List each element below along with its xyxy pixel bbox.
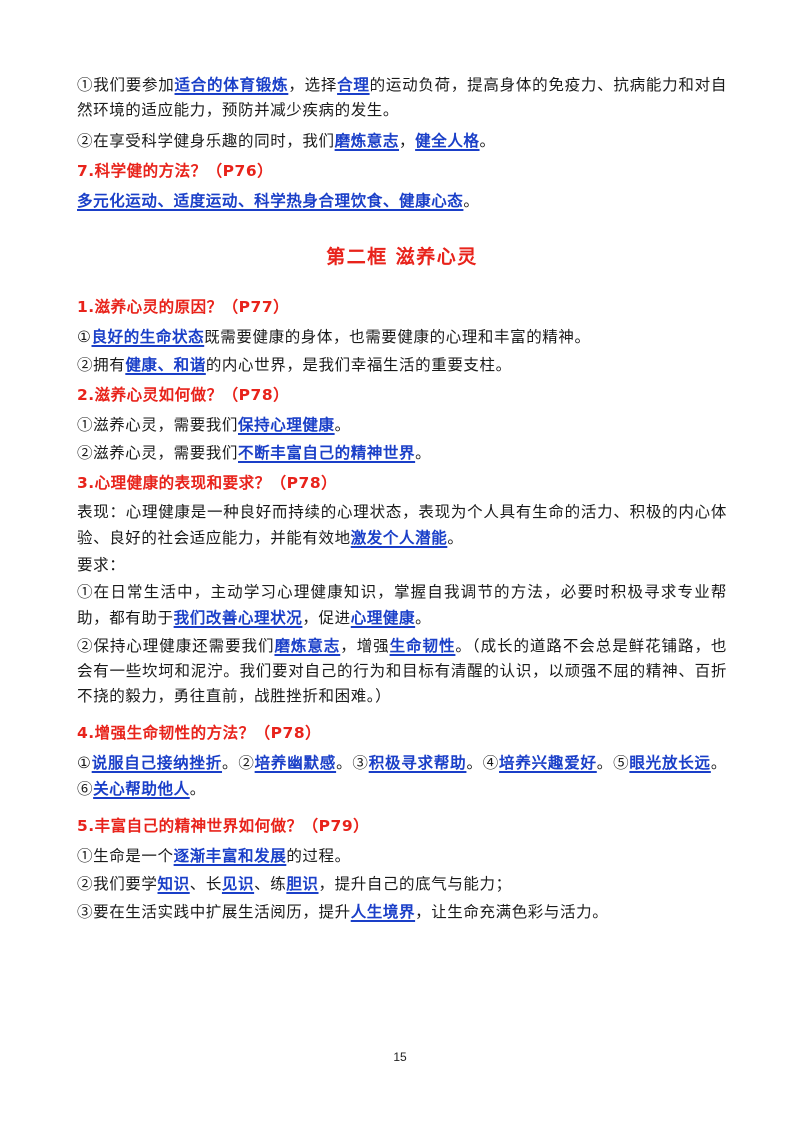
text: ， (399, 132, 416, 150)
text: 既需要健康的身体，也需要健康的心理和丰富的精神。 (204, 328, 591, 346)
text: ①我们要参加 (77, 76, 175, 94)
answer-1-1: ①良好的生命状态既需要健康的身体，也需要健康的心理和丰富的精神。 (77, 324, 727, 350)
list-number: ⑤ (613, 754, 630, 772)
key-term: 心理健康 (350, 608, 416, 627)
section-title: 第二框 滋养心灵 (326, 246, 478, 268)
list-number: ③ (352, 754, 369, 772)
document-body: ①我们要参加适合的体育锻炼，选择合理的运动负荷，提高身体的免疫力、抗病能力和对自… (77, 72, 727, 930)
list-number: ⑥ (77, 780, 94, 798)
key-term: 见识 (221, 874, 255, 893)
key-term: 胆识 (286, 874, 319, 893)
answer-5-3: ③要在生活实践中扩展生活阅历，提升人生境界，让生命充满色彩与活力。 (77, 899, 727, 925)
text: ，选择 (288, 76, 338, 94)
text: 。 (415, 444, 432, 462)
key-term: 说服自己接纳挫折 (91, 753, 223, 772)
key-term: 健全人格 (415, 131, 480, 150)
text: ②滋养心灵，需要我们 (77, 444, 239, 462)
key-term: 生命韧性 (389, 636, 456, 655)
text: 。 (336, 754, 353, 772)
key-term: 积极寻求帮助 (368, 753, 467, 772)
key-term: 不断丰富自己的精神世界 (238, 443, 416, 462)
list-number: ① (77, 754, 92, 772)
key-term: 合理 (337, 75, 370, 94)
question-7-answer: 多元化运动、适度运动、科学热身合理饮食、健康心态。 (77, 188, 727, 214)
text: ②在享受科学健身乐趣的同时，我们 (77, 132, 335, 150)
text: ，提升自己的底气与能力； (318, 875, 512, 893)
text: ①滋养心灵，需要我们 (77, 416, 239, 434)
answer-2-1: ①滋养心灵，需要我们保持心理健康。 (77, 412, 727, 438)
text: ①在日常生活中，主动学习心理健康知识，掌握自我调节的方法，必要时积极寻求专业帮助… (77, 583, 727, 627)
intro-paragraph-2: ②在享受科学健身乐趣的同时，我们磨炼意志，健全人格。 (77, 128, 727, 154)
text: 。 (334, 416, 351, 434)
text: ③要在生活实践中扩展生活阅历，提升 (77, 903, 351, 921)
question-1-heading: 1.滋养心灵的原因？（P77） (77, 298, 290, 316)
question-4-heading: 4.增强生命韧性的方法？（P78） (77, 724, 322, 742)
text: 的运动负荷，提高身体的免疫力、抗病能力和对自然环境的适应能力，预防并减少疾病的发… (77, 76, 728, 119)
text: 。 (466, 754, 483, 772)
key-term: 逐渐丰富和发展 (173, 846, 287, 865)
text: 。 (596, 754, 614, 772)
text: ②我们要学 (77, 875, 158, 893)
text: 。 (710, 754, 727, 772)
key-term: 磨炼意志 (274, 636, 341, 655)
key-term: 适合的体育锻炼 (174, 75, 289, 94)
text: 。 (447, 529, 464, 547)
key-term: 培养幽默感 (254, 753, 337, 772)
text: ，让生命充满色彩与活力。 (415, 903, 609, 921)
list-number: ④ (482, 754, 500, 772)
answer-3-requirement-2: ②保持心理健康还需要我们磨炼意志，增强生命韧性。（成长的道路不会总是鲜花铺路，也… (77, 633, 727, 709)
key-term: 多元化运动、适度运动、科学热身合理饮食、健康心态 (77, 191, 464, 210)
text: 。（成长的道路不会总是鲜花铺路，也会有一些坎坷和泥泞。我们要对自己的行为和目标有… (77, 637, 728, 705)
key-term: 眼光放长远 (629, 753, 711, 772)
question-7-heading: 7.科学健的方法？（P76） (77, 162, 274, 180)
text: 表现：心理健康是一种良好而持续的心理状态，表现为个人具有生命的活力、积极的内心体… (77, 503, 727, 547)
answer-5-2: ②我们要学知识、长见识、练胆识，提升自己的底气与能力； (77, 871, 727, 897)
answer-3-manifestation: 表现：心理健康是一种良好而持续的心理状态，表现为个人具有生命的活力、积极的内心体… (77, 500, 727, 551)
answer-1-2: ②拥有健康、和谐的内心世界，是我们幸福生活的重要支柱。 (77, 352, 727, 378)
text: 。 (479, 132, 496, 150)
question-2-heading: 2.滋养心灵如何做？（P78） (77, 386, 290, 404)
text: 、长 (189, 875, 222, 893)
text: 。 (222, 754, 239, 772)
text: ，增强 (340, 637, 390, 655)
key-term: 我们改善心理状况 (173, 608, 303, 627)
answer-2-2: ②滋养心灵，需要我们不断丰富自己的精神世界。 (77, 440, 727, 466)
text: 的内心世界，是我们幸福生活的重要支柱。 (205, 356, 512, 374)
key-term: 保持心理健康 (238, 415, 335, 434)
text: 。 (415, 609, 432, 627)
text: ，促进 (302, 609, 351, 627)
key-term: 关心帮助他人 (93, 779, 190, 798)
key-term: 激发个人潜能 (350, 528, 448, 547)
text: 的过程。 (286, 847, 351, 865)
list-number: ② (238, 754, 255, 772)
key-term: 培养兴趣爱好 (499, 753, 597, 772)
answer-3-requirement-label: 要求： (77, 556, 126, 574)
text: ① (77, 328, 92, 346)
key-term: 人生境界 (350, 902, 416, 921)
answer-3-requirement-1: ①在日常生活中，主动学习心理健康知识，掌握自我调节的方法，必要时积极寻求专业帮助… (77, 580, 727, 631)
intro-paragraph-1: ①我们要参加适合的体育锻炼，选择合理的运动负荷，提高身体的免疫力、抗病能力和对自… (77, 72, 727, 123)
key-term: 良好的生命状态 (91, 327, 205, 346)
key-term: 知识 (157, 874, 190, 893)
key-term: 磨炼意志 (334, 131, 400, 150)
question-3-heading: 3.心理健康的表现和要求？（P78） (77, 474, 338, 492)
key-term: 健康、和谐 (125, 355, 206, 374)
text: ②保持心理健康还需要我们 (77, 637, 275, 655)
question-5-heading: 5.丰富自己的精神世界如何做？（P79） (77, 817, 370, 835)
text: 。 (463, 192, 480, 210)
text: ①生命是一个 (77, 847, 174, 865)
page-number: 15 (393, 1050, 407, 1064)
text: ②拥有 (77, 356, 126, 374)
text: 、练 (254, 875, 287, 893)
answer-4-list: ①说服自己接纳挫折。②培养幽默感。③积极寻求帮助。④培养兴趣爱好。⑤眼光放长远。… (77, 750, 727, 802)
text: 。 (189, 780, 206, 798)
answer-5-1: ①生命是一个逐渐丰富和发展的过程。 (77, 843, 727, 869)
